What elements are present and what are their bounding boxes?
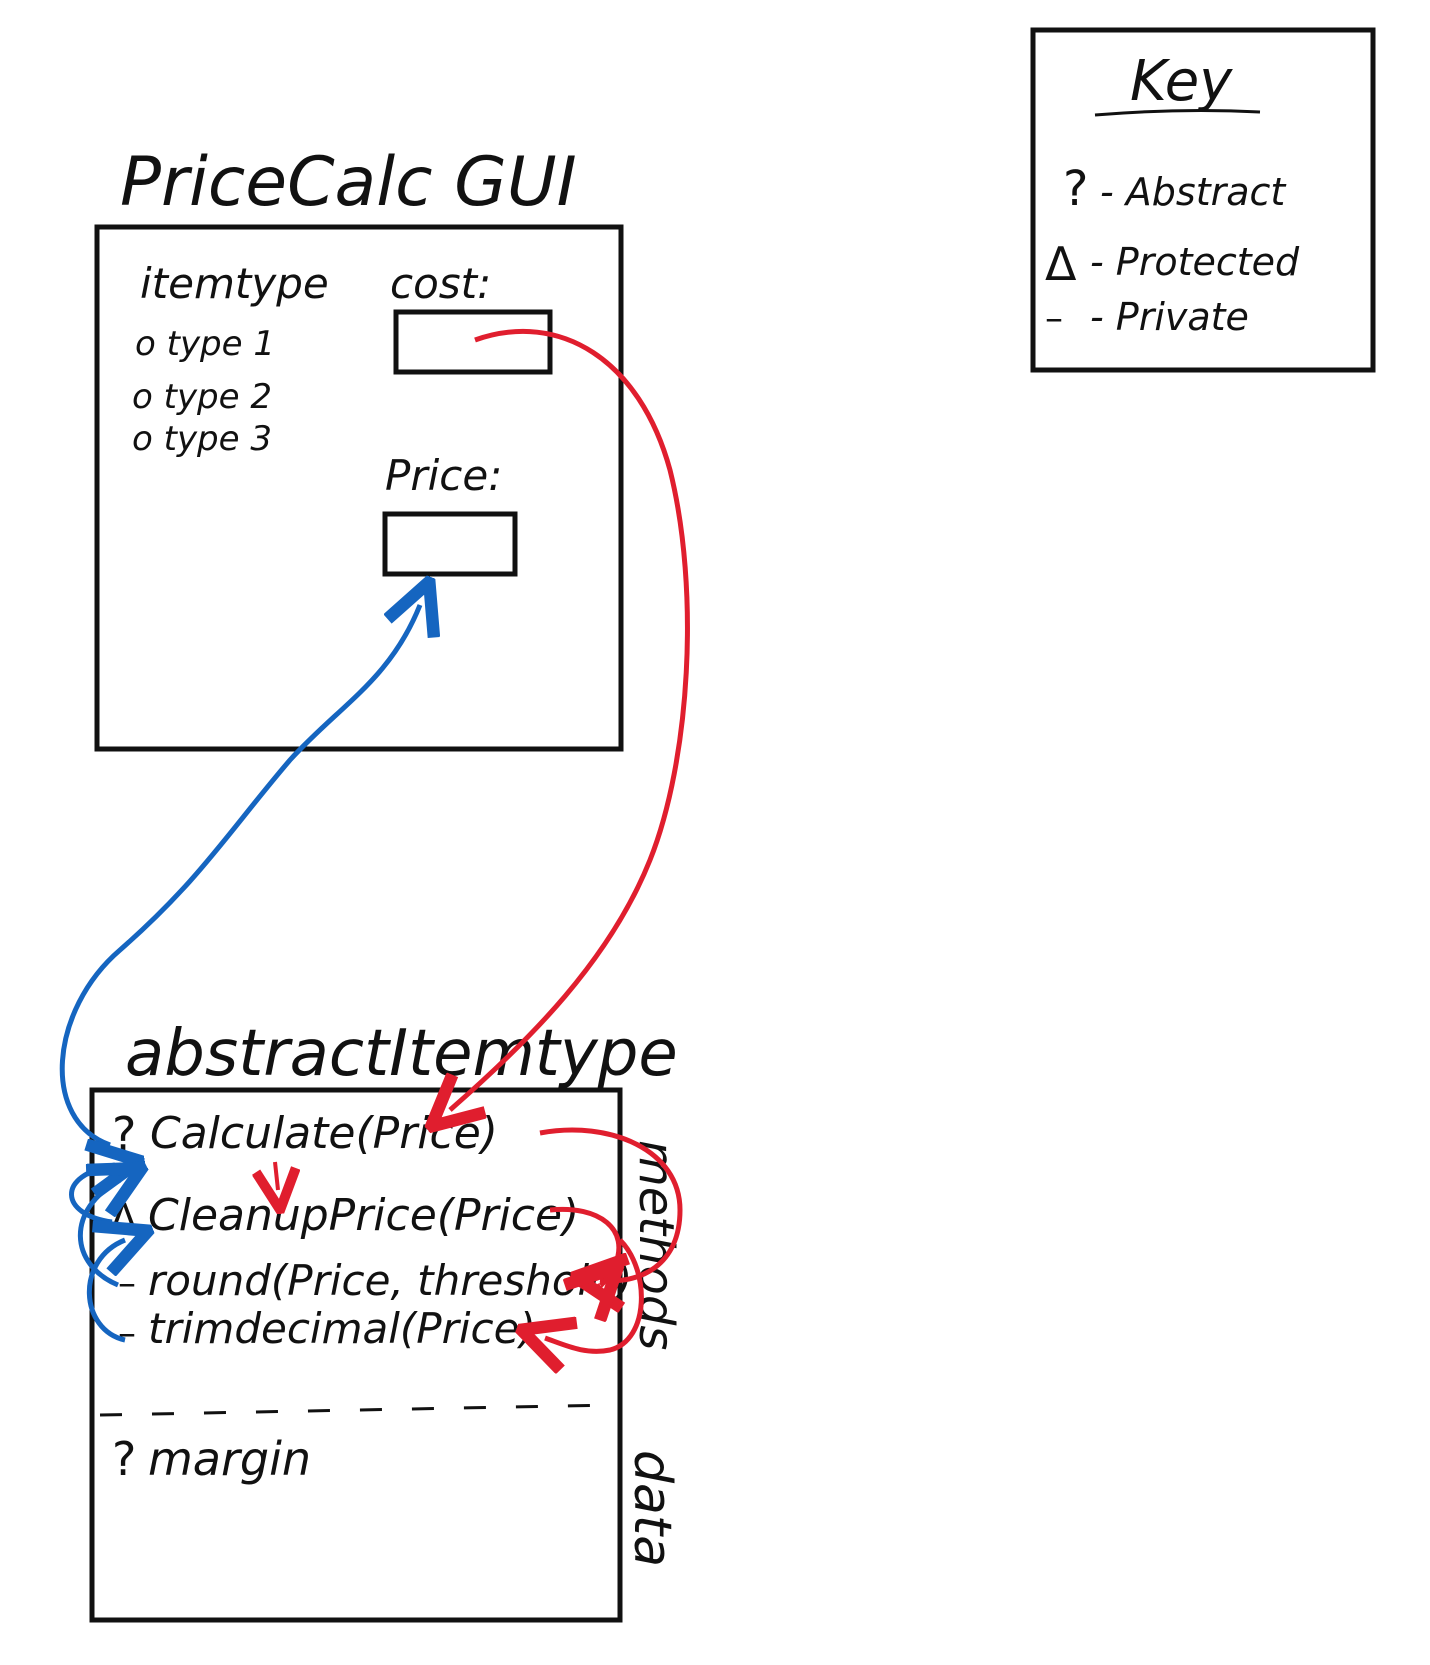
key-entry-protected: - Protected	[1090, 240, 1300, 284]
protected-symbol: Δ	[1045, 237, 1077, 291]
abstract-symbol: ?	[1063, 161, 1088, 217]
price-label: Price:	[385, 451, 502, 500]
key-legend: Key ? - Abstract Δ - Protected – - Priva…	[1030, 27, 1376, 373]
key-entry-abstract: - Abstract	[1100, 170, 1287, 214]
class-frame	[89, 1087, 623, 1623]
method-calculate: Calculate(Price)	[150, 1108, 498, 1159]
key-title: Key	[1130, 49, 1233, 114]
radio-option-label: o type 2	[132, 377, 272, 417]
gui-frame	[94, 224, 624, 752]
method-modifier-private: –	[118, 1313, 136, 1354]
radio-type-3[interactable]: o type 3	[132, 419, 272, 459]
flow-arrows	[59, 329, 690, 1351]
data-margin: margin	[148, 1432, 311, 1486]
radio-option-label: o type 1	[135, 324, 275, 364]
key-title-underline	[1094, 109, 1261, 117]
radio-type-1[interactable]: o type 1	[135, 324, 275, 364]
gui-window: PriceCalc GUI itemtype o type 1 o type 2…	[94, 143, 624, 752]
key-entry-private: - Private	[1090, 295, 1249, 339]
round-to-trimdecimal-arrow	[545, 1238, 644, 1351]
item-type-label: itemtype	[140, 259, 329, 308]
cleanup-to-round-arrow	[549, 1206, 619, 1286]
method-modifier-protected: Δ	[110, 1196, 138, 1242]
method-trim-decimal: trimdecimal(Price)	[148, 1304, 536, 1353]
methods-data-divider	[99, 1403, 616, 1417]
calculate-to-cleanup-arrow	[275, 1161, 278, 1190]
cost-label: cost:	[390, 259, 491, 308]
class-title: abstractItemtype	[125, 1017, 678, 1091]
method-modifier-private: –	[118, 1263, 136, 1304]
key-frame	[1030, 27, 1376, 373]
abstract-class: abstractItemtype ? Calculate(Price) Δ Cl…	[89, 1017, 684, 1623]
method-round: round(Price, threshold)	[148, 1256, 632, 1305]
gui-title: PriceCalc GUI	[120, 143, 577, 222]
method-modifier-abstract: ?	[112, 1107, 136, 1161]
radio-type-2[interactable]: o type 2	[132, 377, 272, 417]
trimdecimal-return-arrow	[86, 1240, 125, 1343]
cost-to-calculate-arrow	[450, 329, 690, 1110]
private-symbol: –	[1045, 298, 1063, 339]
data-modifier-abstract: ?	[112, 1432, 136, 1486]
data-side-label: data	[622, 1450, 682, 1567]
calculate-to-price-arrow	[59, 605, 420, 1148]
radio-option-label: o type 3	[132, 419, 272, 459]
price-output[interactable]	[382, 511, 518, 577]
method-cleanup-price: CleanupPrice(Price)	[148, 1190, 579, 1241]
cost-input[interactable]	[393, 309, 553, 375]
